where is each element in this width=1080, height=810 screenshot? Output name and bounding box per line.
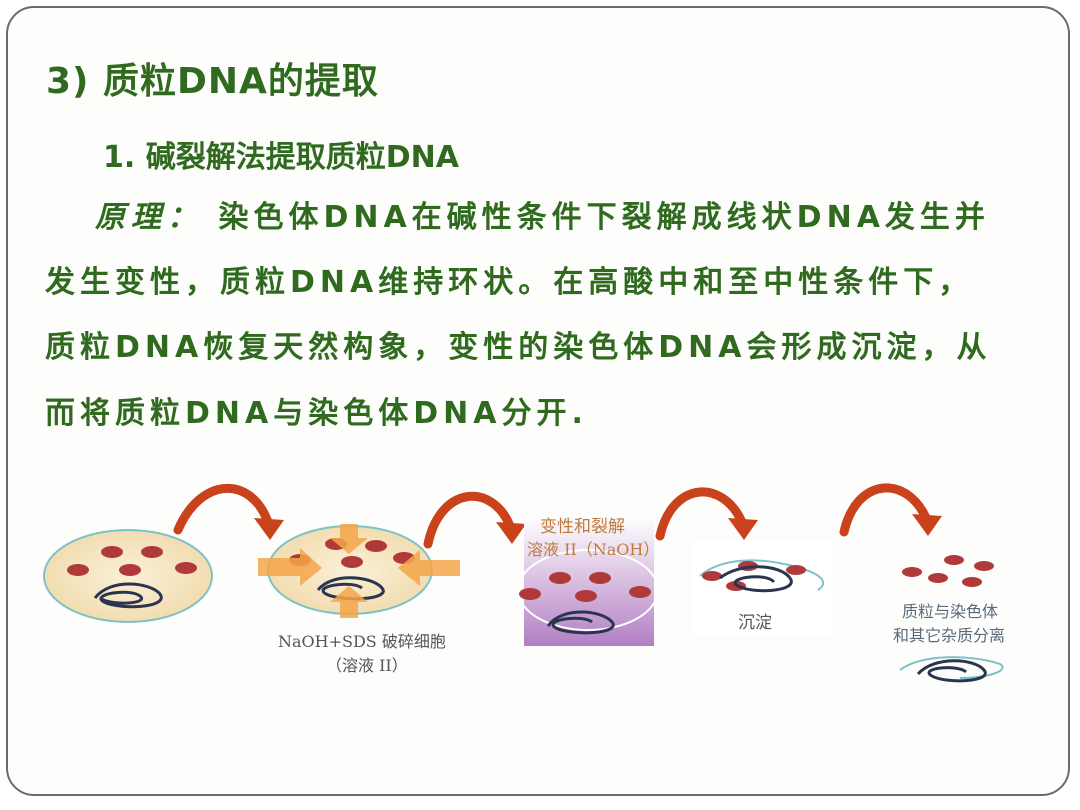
principle-line-3: 质粒DNA恢复天然构象，变性的染色体DNA会形成沉淀，从 (45, 330, 992, 365)
principle-line-4: 而将质粒DNA与染色体DNA分开. (45, 396, 588, 431)
step3-panel (517, 516, 659, 646)
section-subtitle: 1. 碱裂解法提取质粒DNA (103, 140, 459, 175)
step4-caption: 沉淀 (738, 613, 772, 633)
step3-caption: 变性和裂解 (540, 517, 625, 537)
principle-label: 原理： (95, 200, 203, 235)
step5-separated (899, 555, 1004, 683)
principle-line-2: 发生变性，质粒DNA维持环状。在高酸中和至中性条件下， (45, 265, 974, 300)
step2-cell (258, 524, 460, 618)
extraction-diagram: NaOH+SDS 破碎细胞 （溶液 II） 变性和裂解 溶液 II（NaOH） … (0, 478, 1080, 700)
step1-cell (43, 529, 213, 623)
arrow-2-icon (423, 491, 515, 549)
arrow-3-icon (655, 487, 747, 541)
diagram-graphics (43, 483, 1004, 683)
arrow-1-icon (173, 483, 273, 535)
arrow-4-icon (839, 483, 931, 537)
principle-line-1: 原理： 染色体DNA在碱性条件下裂解成线状DNA发生并 (95, 200, 990, 235)
step2-caption-sub: （溶液 II） (326, 656, 408, 675)
step5-caption-sub: 和其它杂质分离 (893, 626, 1006, 645)
slide: 3) 质粒DNA的提取 1. 碱裂解法提取质粒DNA (6, 6, 1070, 796)
slide-title: 3) 质粒DNA的提取 (46, 61, 379, 102)
step5-caption: 质粒与染色体 (902, 602, 999, 621)
step3-caption-sub: 溶液 II（NaOH） (527, 540, 660, 559)
step4-precipitate (692, 540, 832, 636)
step2-caption: NaOH+SDS 破碎细胞 (278, 632, 446, 651)
